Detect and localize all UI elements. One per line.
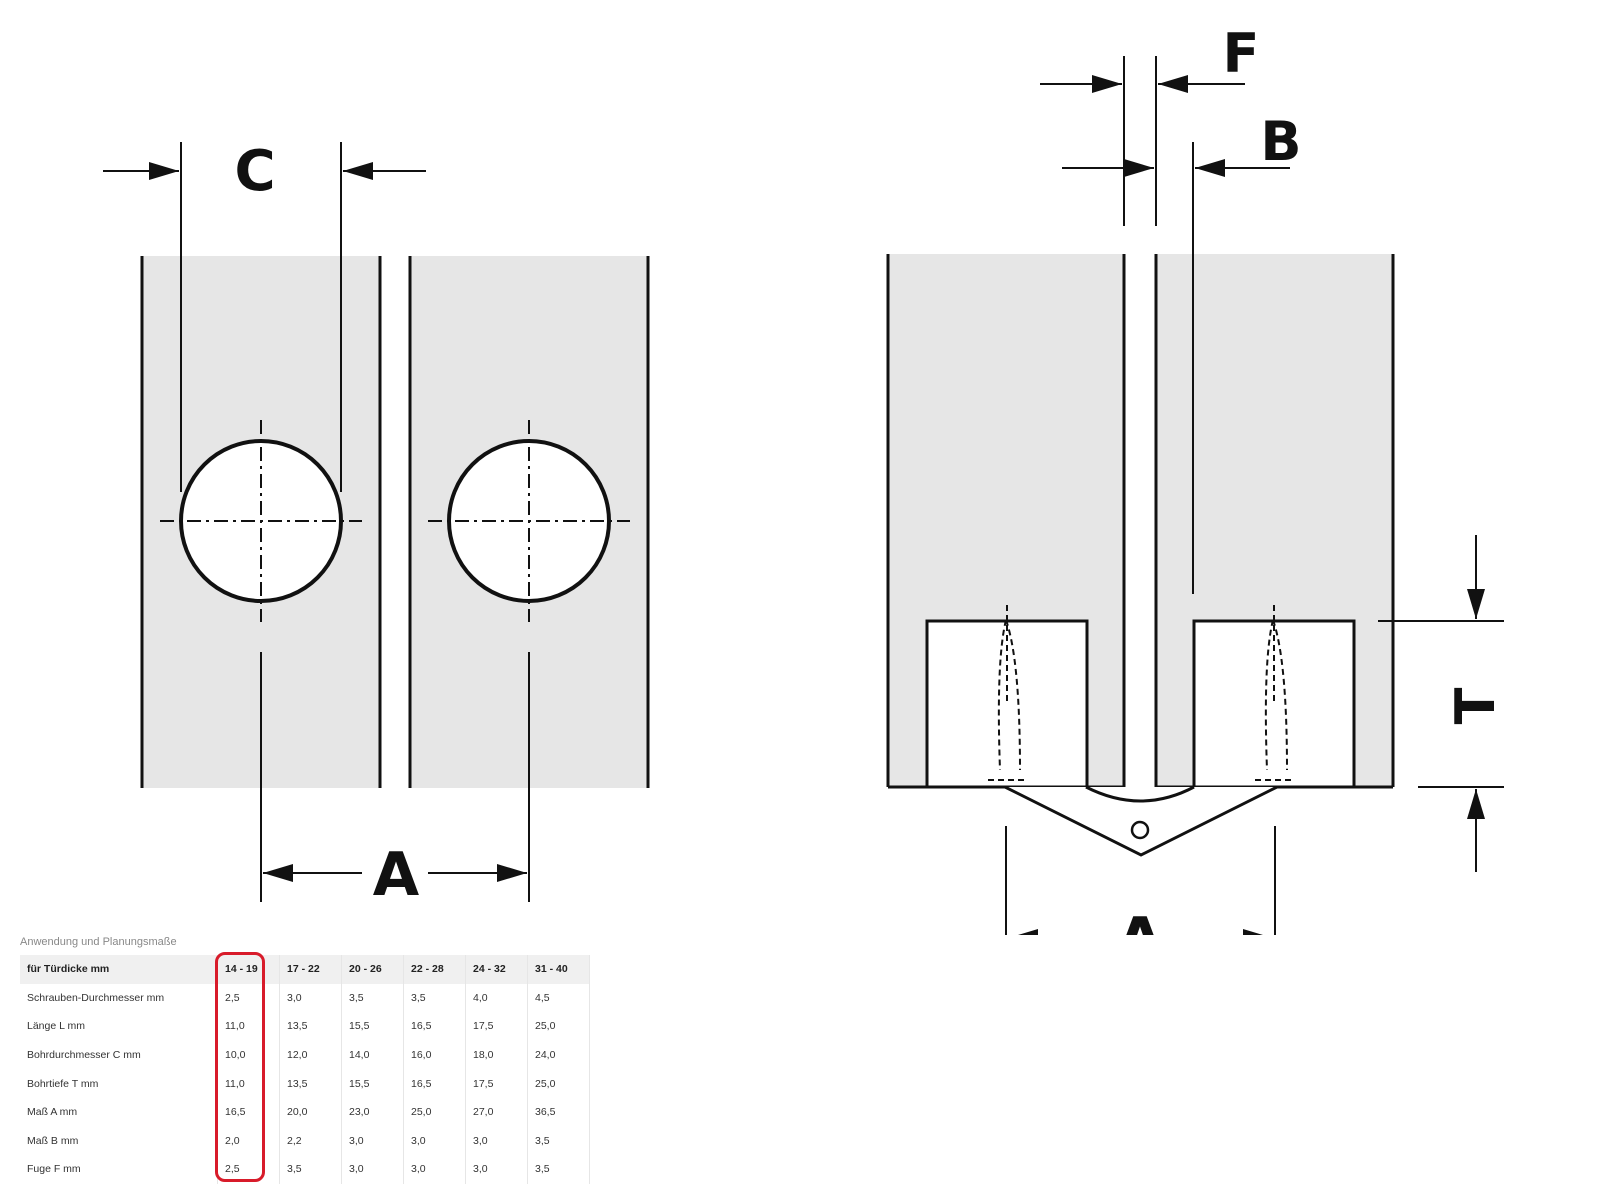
table-cell: 3,0 <box>279 983 342 1013</box>
table-cell: 15,5 <box>341 1012 404 1041</box>
row-label: Bohrdurchmesser C mm <box>20 1040 218 1070</box>
right-view: F B T A <box>886 22 1507 935</box>
dimension-b <box>1062 142 1290 594</box>
table-cell: 13,5 <box>279 1069 342 1098</box>
column-header: 14 - 19 <box>217 955 280 984</box>
dimension-f <box>1040 56 1245 226</box>
table-cell: 2,5 <box>217 983 280 1013</box>
table-cell: 16,5 <box>403 1069 466 1098</box>
dimension-c <box>103 142 426 492</box>
table-cell: 20,0 <box>279 1097 342 1127</box>
column-header: 20 - 26 <box>341 955 404 984</box>
column-header: 31 - 40 <box>527 955 590 984</box>
table-cell: 24,0 <box>527 1040 590 1070</box>
table-cell: 16,5 <box>403 1012 466 1041</box>
table-cell: 2,5 <box>217 1155 280 1184</box>
dimension-c-label: C <box>234 139 275 204</box>
dimension-t-label: T <box>1444 687 1507 724</box>
table-cell: 3,0 <box>403 1126 466 1156</box>
table-cell: 3,5 <box>403 983 466 1013</box>
spec-table: für Türdicke mm 14 - 19 17 - 22 20 - 26 … <box>20 955 590 1184</box>
table-cell: 15,5 <box>341 1069 404 1098</box>
table-cell: 3,5 <box>527 1126 590 1156</box>
table-cell: 3,0 <box>465 1155 528 1184</box>
table-caption: Anwendung und Planungsmaße <box>20 936 177 948</box>
row-label: Maß B mm <box>20 1126 218 1156</box>
table-cell: 3,5 <box>527 1155 590 1184</box>
screw-left <box>988 605 1028 781</box>
dimension-a-right <box>1005 826 1276 935</box>
screw-right <box>1255 605 1295 781</box>
header-label: für Türdicke mm <box>20 955 218 984</box>
dimension-a-left-label: A <box>373 840 420 910</box>
table-header-row: für Türdicke mm 14 - 19 17 - 22 20 - 26 … <box>20 955 590 984</box>
table-cell: 36,5 <box>527 1097 590 1127</box>
table-cell: 13,5 <box>279 1012 342 1041</box>
table-cell: 3,0 <box>341 1155 404 1184</box>
table-cell: 23,0 <box>341 1097 404 1127</box>
table-cell: 3,5 <box>341 983 404 1013</box>
row-label: Schrauben-Durchmesser mm <box>20 983 218 1013</box>
table-cell: 18,0 <box>465 1040 528 1070</box>
row-label: Bohrtiefe T mm <box>20 1069 218 1098</box>
column-header: 17 - 22 <box>279 955 342 984</box>
table-cell: 11,0 <box>217 1012 280 1041</box>
table-cell: 17,5 <box>465 1012 528 1041</box>
table-cell: 11,0 <box>217 1069 280 1098</box>
technical-drawing: C A <box>103 22 1507 935</box>
dimension-f-label: F <box>1223 22 1260 85</box>
dimension-a-left <box>260 652 530 902</box>
table-cell: 3,0 <box>341 1126 404 1156</box>
table-cell: 4,5 <box>527 983 590 1013</box>
dimension-a-right-label: A <box>1117 905 1164 935</box>
table-cell: 14,0 <box>341 1040 404 1070</box>
table-cell: 25,0 <box>403 1097 466 1127</box>
left-view: C A <box>103 139 650 910</box>
table-cell: 2,2 <box>279 1126 342 1156</box>
row-label: Fuge F mm <box>20 1155 218 1184</box>
table-cell: 3,0 <box>465 1126 528 1156</box>
dimension-t <box>1378 535 1504 872</box>
table-cell: 25,0 <box>527 1012 590 1041</box>
table-cell: 27,0 <box>465 1097 528 1127</box>
column-header: 22 - 28 <box>403 955 466 984</box>
table-cell: 12,0 <box>279 1040 342 1070</box>
table-cell: 17,5 <box>465 1069 528 1098</box>
row-label: Maß A mm <box>20 1097 218 1127</box>
table-cell: 3,0 <box>403 1155 466 1184</box>
hinge-pin <box>1130 820 1150 840</box>
dimension-b-label: B <box>1260 110 1301 173</box>
column-header: 24 - 32 <box>465 955 528 984</box>
table-cell: 3,5 <box>279 1155 342 1184</box>
table-cell: 10,0 <box>217 1040 280 1070</box>
table-cell: 16,0 <box>403 1040 466 1070</box>
table-cell: 4,0 <box>465 983 528 1013</box>
table-cell: 2,0 <box>217 1126 280 1156</box>
table-cell: 16,5 <box>217 1097 280 1127</box>
table-cell: 25,0 <box>527 1069 590 1098</box>
row-label: Länge L mm <box>20 1012 218 1041</box>
